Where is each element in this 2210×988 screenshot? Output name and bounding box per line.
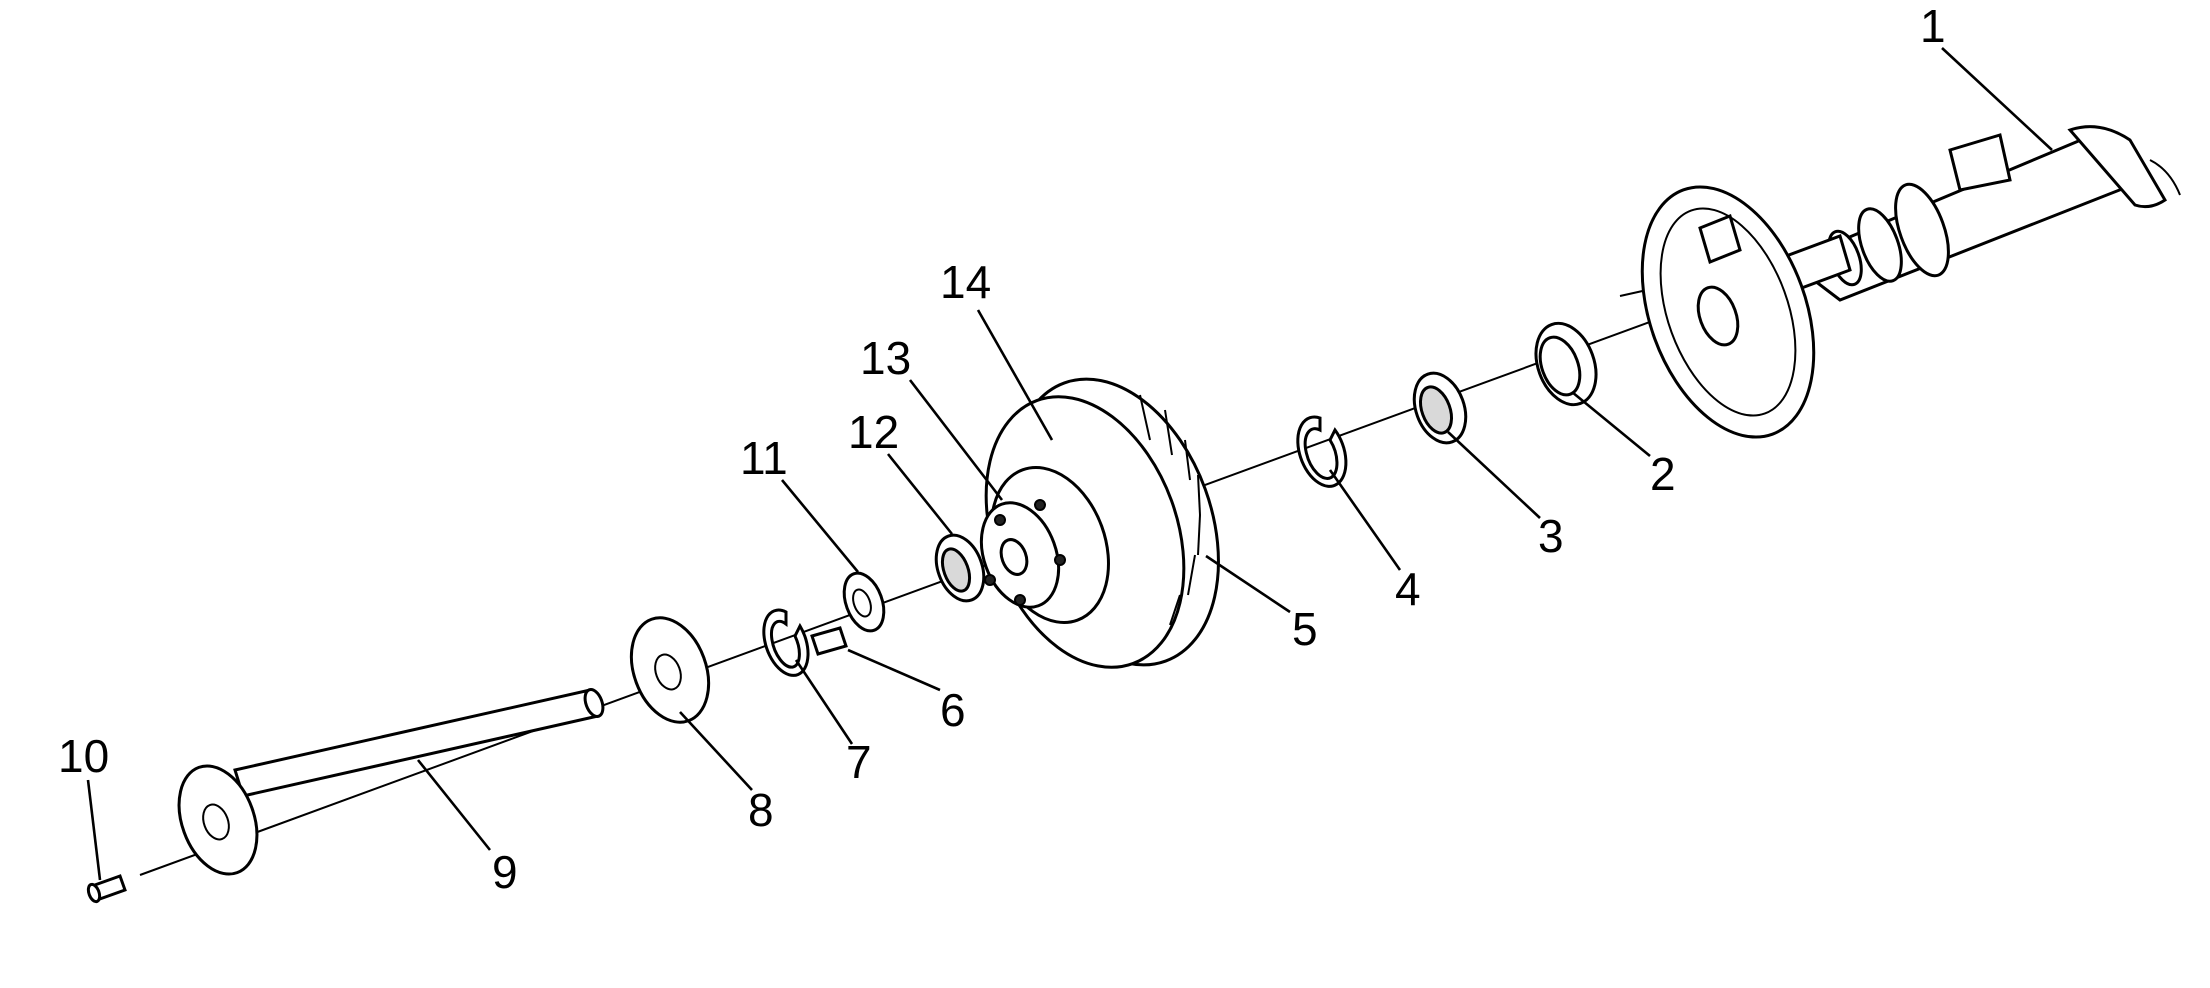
leader-8 [679,711,753,791]
leader-2 [1571,390,1651,458]
callout-9: 9 [492,846,518,898]
callout-2: 2 [1650,448,1676,500]
axle-shaft [177,688,605,876]
hub-and-drum [979,377,1220,669]
leader-1 [1941,47,2053,151]
callout-11: 11 [740,432,788,484]
outer-oil-seal [1534,321,1598,407]
callout-10: 10 [58,730,109,782]
callout-12: 12 [848,406,899,458]
assembly-axis-line [139,299,1711,876]
bolt [86,874,127,904]
callout-3: 3 [1538,510,1564,562]
callout-8: 8 [748,784,774,836]
callout-1: 1 [1920,0,1946,52]
callout-4: 4 [1395,563,1421,615]
leader-13 [908,379,1004,501]
flange-plate [629,616,711,724]
leader-7 [794,659,854,745]
retaining-ring-outer [762,608,810,677]
axle-housing [1768,125,2181,302]
key [810,626,848,656]
callout-13: 13 [860,332,911,384]
callout-5: 5 [1292,603,1318,655]
leader-6 [847,648,941,692]
lock-washer [842,571,886,633]
leader-10 [86,779,102,881]
inner-bearing [1412,371,1468,445]
backing-plate [1640,185,1816,439]
leader-5 [1205,554,1291,614]
retaining-ring-inner [1296,415,1348,488]
leader-9 [416,759,492,851]
outer-bearing [934,533,986,603]
leader-11 [780,479,860,573]
callout-7: 7 [846,736,872,788]
leader-3 [1447,431,1541,519]
callout-labels: 1 2 3 4 5 6 7 8 9 10 11 12 13 14 [58,0,1946,898]
leader-lines [86,47,2053,881]
callout-6: 6 [940,684,966,736]
callout-14: 14 [940,256,991,308]
leader-4 [1328,469,1402,571]
leader-14 [976,309,1054,441]
leader-12 [886,453,954,535]
